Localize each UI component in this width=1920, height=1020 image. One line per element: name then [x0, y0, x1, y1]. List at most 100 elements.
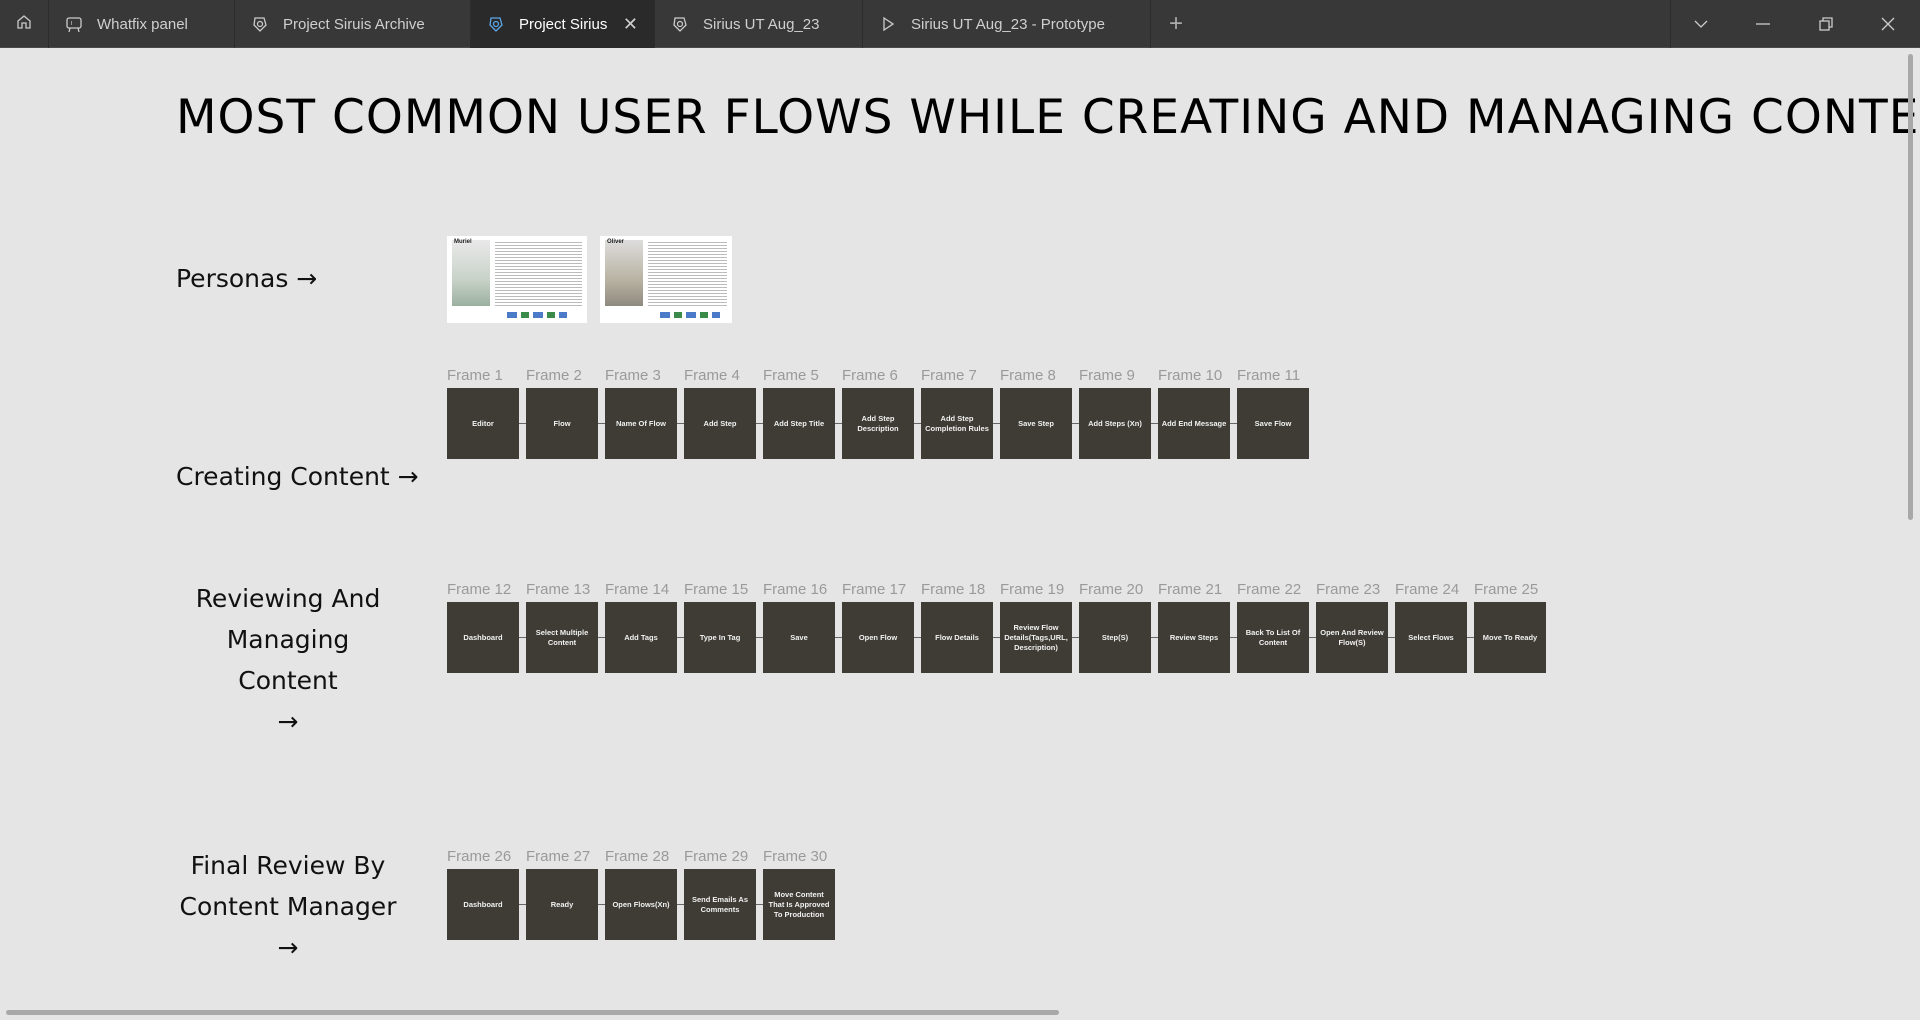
vertical-scrollbar[interactable] [1908, 54, 1913, 520]
frame-box[interactable]: Select Multiple Content [526, 602, 598, 673]
frame-label[interactable]: Frame 2 [526, 367, 582, 384]
frame-label[interactable]: Frame 28 [605, 848, 670, 865]
frame-label[interactable]: Frame 3 [605, 367, 661, 384]
frame-box[interactable]: Save [763, 602, 835, 673]
frame-box[interactable]: Open And Review Flow(S) [1316, 602, 1388, 673]
frame-box[interactable]: Add Step Description [842, 388, 914, 459]
frame-label[interactable]: Frame 11 [1237, 367, 1301, 384]
minimize-button[interactable] [1733, 0, 1793, 48]
frame-label[interactable]: Frame 8 [1000, 367, 1056, 384]
frame-label[interactable]: Frame 20 [1079, 581, 1144, 598]
frame-box[interactable]: Add Steps (Xn) [1079, 388, 1151, 459]
tab-whatfix-panel[interactable]: Whatfix panel [49, 0, 235, 48]
section-label-line: Final Review By [190, 851, 386, 880]
horizontal-scrollbar[interactable] [6, 1010, 1059, 1015]
frame-label[interactable]: Frame 1 [447, 367, 503, 384]
restore-button[interactable] [1796, 0, 1856, 48]
restore-icon [1819, 17, 1833, 31]
frame-label[interactable]: Frame 10 [1158, 367, 1223, 384]
frame-label[interactable]: Frame 22 [1237, 581, 1302, 598]
frame-label[interactable]: Frame 27 [526, 848, 591, 865]
section-label-line: Creating Content → [176, 462, 419, 491]
frame-label[interactable]: Frame 30 [763, 848, 828, 865]
frame-label[interactable]: Frame 26 [447, 848, 512, 865]
close-icon [1881, 17, 1895, 31]
tab-project-sirius[interactable]: Project Sirius ✕ [471, 0, 655, 48]
frame-box[interactable]: Save Flow [1237, 388, 1309, 459]
tab-sirius-ut-aug-23[interactable]: Sirius UT Aug_23 [655, 0, 863, 48]
frame-label[interactable]: Frame 14 [605, 581, 670, 598]
frame-box[interactable]: Move Content That Is Approved To Product… [763, 869, 835, 940]
frame-box[interactable]: Flow Details [921, 602, 993, 673]
frame-connector-arrow [1309, 637, 1316, 638]
frame-label[interactable]: Frame 24 [1395, 581, 1460, 598]
design-canvas[interactable]: MOST COMMON USER FLOWS WHILE CREATING AN… [0, 48, 1920, 1020]
frame-box[interactable]: Type In Tag [684, 602, 756, 673]
tab-label: Sirius UT Aug_23 [703, 15, 820, 33]
frame-label[interactable]: Frame 18 [921, 581, 986, 598]
frame-box[interactable]: Open Flow [842, 602, 914, 673]
frame-connector-arrow [519, 904, 526, 905]
close-window-button[interactable] [1858, 0, 1918, 48]
frame-box[interactable]: Review Steps [1158, 602, 1230, 673]
frame-box[interactable]: Back To List Of Content [1237, 602, 1309, 673]
frame-box[interactable]: Flow [526, 388, 598, 459]
frame-box[interactable]: Add End Message [1158, 388, 1230, 459]
persona-text [648, 240, 727, 306]
frame-box[interactable]: Dashboard [447, 602, 519, 673]
frame-box[interactable]: Editor [447, 388, 519, 459]
frame-label[interactable]: Frame 29 [684, 848, 749, 865]
personas-label: Personas → [176, 264, 318, 293]
frame-label[interactable]: Frame 6 [842, 367, 898, 384]
close-tab-icon[interactable]: ✕ [622, 13, 638, 34]
persona-card-oliver[interactable]: Oliver [600, 236, 732, 323]
frame-label[interactable]: Frame 17 [842, 581, 907, 598]
frame-label[interactable]: Frame 16 [763, 581, 828, 598]
frame-box[interactable]: Select Flows [1395, 602, 1467, 673]
frame-label[interactable]: Frame 4 [684, 367, 740, 384]
home-tab[interactable] [0, 0, 49, 48]
frame-label[interactable]: Frame 13 [526, 581, 591, 598]
frame-label[interactable]: Frame 21 [1158, 581, 1223, 598]
frame-box[interactable]: Open Flows(Xn) [605, 869, 677, 940]
tab-project-siruis-archive[interactable]: Project Siruis Archive [235, 0, 471, 48]
frame-box[interactable]: Add Step [684, 388, 756, 459]
frame-box[interactable]: Add Tags [605, 602, 677, 673]
frame-label[interactable]: Frame 25 [1474, 581, 1539, 598]
frame-box[interactable]: Name Of Flow [605, 388, 677, 459]
presentation-icon [65, 15, 83, 33]
frame-label[interactable]: Frame 7 [921, 367, 977, 384]
section-label-line: → [277, 933, 299, 962]
frame-connector-arrow [756, 637, 763, 638]
tab-label: Project Sirius [519, 15, 608, 33]
tabs-dropdown-button[interactable] [1670, 0, 1730, 48]
frame-box[interactable]: Save Step [1000, 388, 1072, 459]
figma-file-icon [487, 15, 505, 33]
frame-label[interactable]: Frame 12 [447, 581, 512, 598]
tab-sirius-ut-aug-23-prototype[interactable]: Sirius UT Aug_23 - Prototype [863, 0, 1151, 48]
frame-connector-arrow [756, 423, 763, 424]
persona-name: Oliver [607, 239, 625, 245]
frame-box[interactable]: Add Step Completion Rules [921, 388, 993, 459]
frame-box[interactable]: Review Flow Details(Tags,URL, Descriptio… [1000, 602, 1072, 673]
frame-label[interactable]: Frame 15 [684, 581, 749, 598]
frame-box[interactable]: Step(S) [1079, 602, 1151, 673]
frame-connector-arrow [677, 423, 684, 424]
frame-box[interactable]: Send Emails As Comments [684, 869, 756, 940]
frame-box[interactable]: Add Step Title [763, 388, 835, 459]
frame-label[interactable]: Frame 5 [763, 367, 819, 384]
new-tab-button[interactable]: + [1146, 0, 1206, 48]
frame-label[interactable]: Frame 9 [1079, 367, 1135, 384]
frame-label[interactable]: Frame 23 [1316, 581, 1381, 598]
frame-box[interactable]: Move To Ready [1474, 602, 1546, 673]
frame-box[interactable]: Ready [526, 869, 598, 940]
persona-name: Muriel [454, 239, 472, 245]
frame-connector-arrow [1151, 637, 1158, 638]
frame-connector-arrow [1151, 423, 1158, 424]
frame-box[interactable]: Dashboard [447, 869, 519, 940]
frame-connector-arrow [993, 423, 1000, 424]
persona-card-muriel[interactable]: Muriel [447, 236, 587, 323]
frame-label[interactable]: Frame 19 [1000, 581, 1065, 598]
frame-connector-arrow [1230, 423, 1237, 424]
